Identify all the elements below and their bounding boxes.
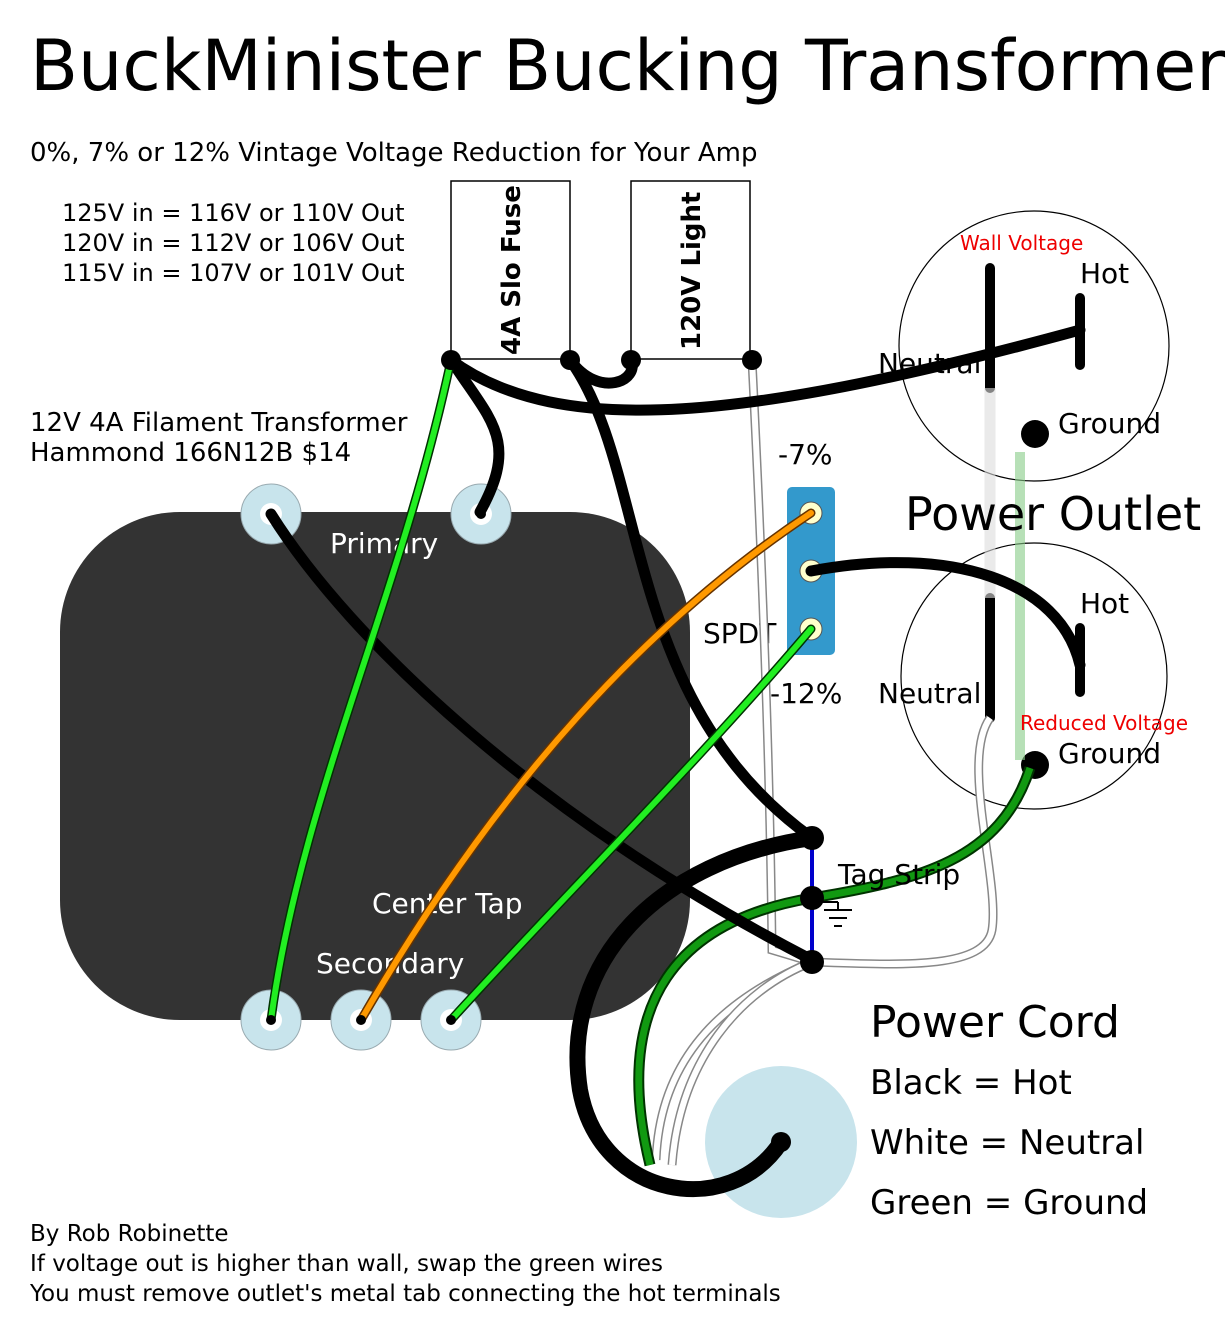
tag-strip-label: Tag Strip xyxy=(837,858,960,891)
transformer-model: Hammond 166N12B $14 xyxy=(30,438,351,468)
cord-white-label: White = Neutral xyxy=(870,1123,1144,1163)
secondary-1-dot xyxy=(266,1015,276,1025)
center-tap-label: Center Tap xyxy=(372,887,523,920)
cord-black-label: Black = Hot xyxy=(870,1063,1072,1103)
cord-center-dot xyxy=(771,1132,791,1152)
wall-voltage-label: Wall Voltage xyxy=(960,231,1083,255)
ground-symbol-icon xyxy=(822,901,852,927)
tag-lug-1 xyxy=(800,826,824,850)
switch-pos-top-label: -7% xyxy=(778,438,833,471)
tag-lug-3 xyxy=(800,950,824,974)
switch-pos-bottom-label: -12% xyxy=(770,677,842,710)
upper-hot-label: Hot xyxy=(1080,257,1129,290)
voltage-row-1: 125V in = 116V or 110V Out xyxy=(62,199,405,227)
fuse-terminal-left xyxy=(441,350,461,370)
page-title: BuckMinister Bucking Transformer xyxy=(30,25,1225,107)
black-wires xyxy=(265,324,1086,1197)
upper-ground-label: Ground xyxy=(1058,407,1161,440)
white-wires xyxy=(651,359,998,1166)
tag-lug-ground xyxy=(800,886,824,910)
footer-author: By Rob Robinette xyxy=(30,1221,229,1247)
power-outlet-title: Power Outlet xyxy=(905,487,1201,541)
light-terminal-left xyxy=(621,350,641,370)
indicator-light xyxy=(630,180,751,360)
light-terminal-right xyxy=(742,350,762,370)
footer-note-2: You must remove outlet's metal tab conne… xyxy=(29,1281,781,1307)
upper-ground-hole xyxy=(1021,420,1049,448)
transformer-name: 12V 4A Filament Transformer xyxy=(30,408,408,438)
primary-label: Primary xyxy=(330,527,438,560)
power-cord-title: Power Cord xyxy=(870,997,1120,1048)
voltage-row-2: 120V in = 112V or 106V Out xyxy=(62,229,405,257)
lower-hot-label: Hot xyxy=(1080,587,1129,620)
cord-green-label: Green = Ground xyxy=(870,1183,1148,1223)
fuse-label: 4A Slo Fuse xyxy=(497,185,527,355)
subtitle: 0%, 7% or 12% Vintage Voltage Reduction … xyxy=(30,138,757,168)
fuse-holder xyxy=(450,180,571,360)
primary-1-dot xyxy=(266,509,276,519)
reduced-voltage-label: Reduced Voltage xyxy=(1020,711,1188,735)
center-tap-dot xyxy=(356,1015,366,1025)
voltage-row-3: 115V in = 107V or 101V Out xyxy=(62,259,405,287)
ground-wires xyxy=(633,766,1036,1167)
secondary-2-dot xyxy=(446,1015,456,1025)
transformer-body xyxy=(60,512,690,1020)
secondary-green-wires xyxy=(266,355,816,1025)
fuse-terminal-right xyxy=(560,350,580,370)
lower-ground-label: Ground xyxy=(1058,737,1161,770)
primary-2-dot xyxy=(476,509,486,519)
outlet-lower xyxy=(900,542,1168,810)
lower-neutral-label: Neutral xyxy=(878,677,981,710)
light-label: 120V Light xyxy=(677,192,707,350)
center-tap-wire xyxy=(356,508,816,1025)
footer-note-1: If voltage out is higher than wall, swap… xyxy=(30,1251,663,1277)
